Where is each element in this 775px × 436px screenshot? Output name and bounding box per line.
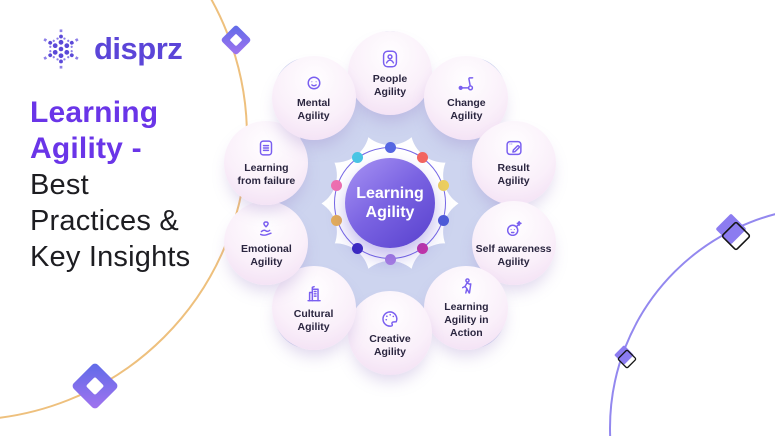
ring-dot [331, 214, 343, 226]
decor-arc-purple [609, 213, 775, 436]
heart-hand-icon [255, 218, 277, 240]
page-title: Learning Agility - Best Practices & Key … [30, 95, 190, 275]
title-line: Agility - [30, 132, 142, 165]
window-edit-icon [503, 137, 525, 159]
hub-label-line: Learning [356, 185, 424, 202]
hub-center: Learning Agility [345, 158, 435, 248]
ring-dot [351, 242, 363, 254]
scooter-icon [455, 72, 477, 94]
logo-text: disprz [94, 31, 183, 66]
hiker-icon [455, 276, 477, 298]
title-line: Learning [30, 96, 159, 129]
title-plain: Best Practices & Key Insights [30, 167, 190, 275]
diamond-icon [72, 363, 118, 409]
title-line: Practices & [30, 205, 179, 237]
diamond-icon [221, 25, 251, 55]
ring-dot [417, 152, 429, 164]
title-line: Best [30, 169, 89, 201]
diamond-icon [716, 214, 751, 251]
snowflake-dots-icon [41, 29, 81, 69]
smiley-icon [303, 72, 325, 94]
title-line: Key Insights [30, 241, 191, 273]
ring-dot [331, 180, 343, 192]
ring-dot [417, 242, 429, 254]
diamond-icon [614, 345, 637, 369]
ring-dot [437, 180, 449, 192]
ring-dot [437, 214, 449, 226]
ring-dot [384, 141, 396, 153]
document-icon [255, 137, 277, 159]
building-icon [303, 283, 325, 305]
hub-label-line: Agility [365, 204, 415, 221]
ring-dot [384, 253, 396, 265]
brand-logo: disprz [38, 26, 183, 72]
title-accent: Learning Agility - [30, 95, 190, 167]
face-flower-icon [503, 218, 525, 240]
person-badge-icon [379, 48, 401, 70]
ring-dot [351, 152, 363, 164]
palette-icon [379, 308, 401, 330]
